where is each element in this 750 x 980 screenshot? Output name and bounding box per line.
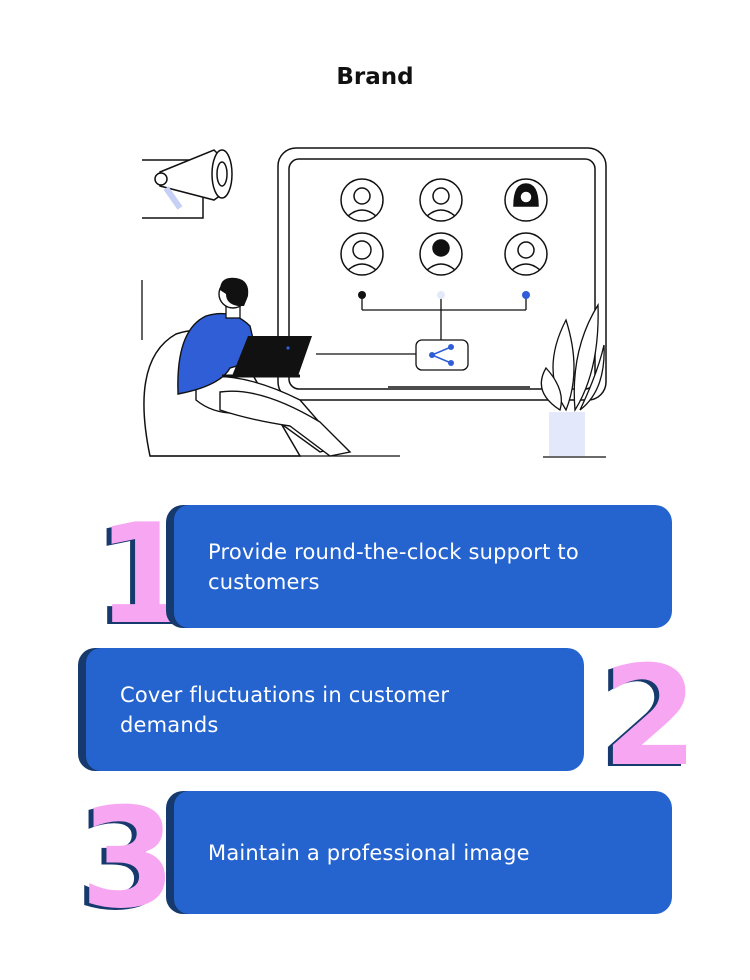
- step-card-3: Maintain a professional image: [166, 791, 672, 914]
- person-avatar-icon: [340, 232, 384, 276]
- person-avatar-icon: [419, 178, 463, 222]
- person-avatar-icon: [504, 178, 548, 222]
- step-text-2: Cover fluctuations in customer demands: [120, 682, 450, 737]
- step-card-2: Cover fluctuations in customer demands: [78, 648, 584, 771]
- megaphone-icon: [142, 149, 233, 219]
- step-number-2: 2: [602, 636, 699, 797]
- connection-tree: [316, 295, 527, 355]
- step-text-3: Maintain a professional image: [208, 840, 530, 865]
- person-avatar-icon: [504, 232, 548, 276]
- person-avatar-icon: [419, 232, 463, 276]
- share-icon: [415, 339, 469, 371]
- step-card-1: Provide round-the-clock support to custo…: [166, 505, 672, 628]
- step-text-1: Provide round-the-clock support to custo…: [208, 539, 579, 594]
- person-with-laptop: [177, 277, 352, 457]
- customer-support-illustration: [141, 147, 607, 458]
- plant-icon: [540, 302, 605, 456]
- page-title: Brand: [336, 64, 414, 90]
- laptop-icon: [222, 336, 312, 378]
- person-avatar-icon: [340, 178, 384, 222]
- step-number-3: 3: [80, 778, 177, 939]
- customer-avatars: [340, 178, 548, 276]
